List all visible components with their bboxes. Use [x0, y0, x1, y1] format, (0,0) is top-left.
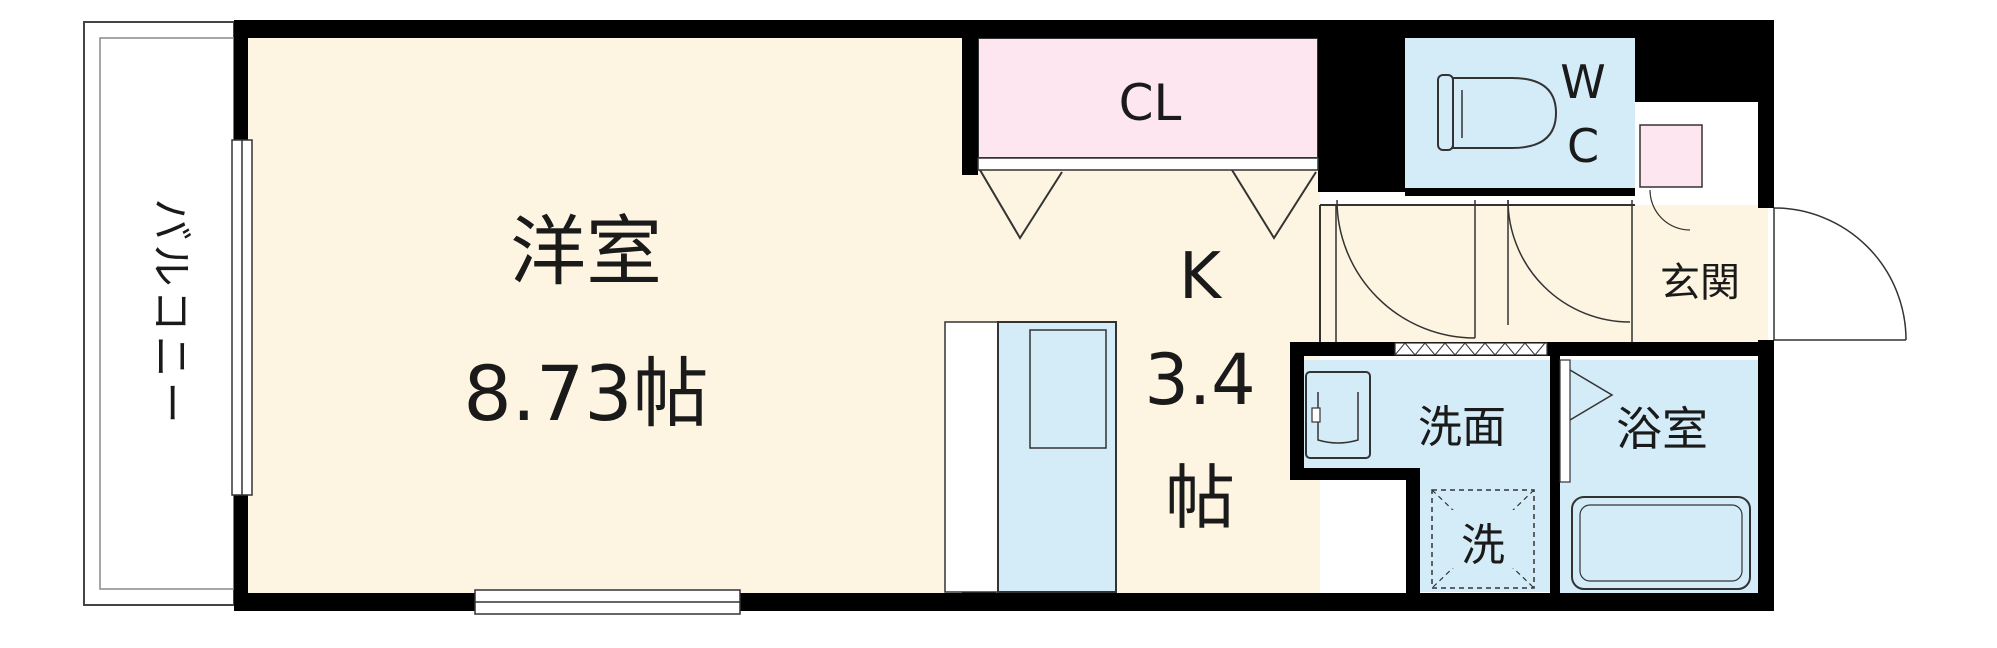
toilet-label-w: W — [1560, 55, 1605, 109]
shoebox-door-arc — [1649, 189, 1691, 231]
entrance-label: 玄関 — [1660, 260, 1740, 306]
closet-door-left — [979, 169, 1063, 240]
bathtub — [1571, 496, 1751, 590]
toilet-label-c: C — [1567, 119, 1599, 173]
western-room-name: 洋室 — [510, 207, 662, 296]
western-room-floor — [248, 38, 968, 593]
toilet-tank — [1437, 74, 1454, 151]
wall-wet-step — [1290, 468, 1420, 480]
entrance-floor — [1320, 205, 1768, 343]
wall-closet-left — [962, 20, 978, 175]
pillar-center — [1318, 20, 1405, 192]
closet-label: CL — [1119, 74, 1182, 132]
kitchen-size: 3.4 — [1144, 339, 1255, 421]
bathtub-inner — [1579, 504, 1743, 582]
door-swing-arc-2 — [1507, 199, 1631, 323]
wall-north — [234, 20, 1774, 38]
laundry-pan — [1431, 489, 1535, 589]
door-swing-arc-1 — [1336, 199, 1476, 339]
wall-east-upper — [1758, 20, 1774, 208]
laundry-diag-1 — [1431, 489, 1535, 589]
kitchen-counter-edge — [944, 321, 1001, 593]
balcony-label: バルコニー — [147, 198, 196, 427]
laundry-label: 洗 — [1461, 520, 1505, 571]
wall-wet-left — [1290, 342, 1304, 478]
closet-rail — [977, 157, 1319, 171]
kitchen-letter: K — [1179, 240, 1223, 314]
bathroom-door-swing — [1569, 369, 1614, 421]
front-door-arc — [1773, 207, 1907, 341]
svg-text:バルコニー: バルコニー — [147, 198, 196, 427]
wash-basin-bowl — [1317, 392, 1359, 444]
laundry-label-bg — [1452, 510, 1514, 568]
pillar-right — [1635, 20, 1758, 102]
washroom-label: 洗面 — [1418, 402, 1506, 453]
toilet-bowl — [1452, 77, 1558, 149]
bathroom-door — [1559, 359, 1571, 483]
laundry-diag-2 — [1431, 489, 1535, 589]
balcony-outline — [83, 21, 235, 606]
washroom-sliding-door — [1394, 342, 1548, 356]
wash-basin-tap — [1311, 407, 1321, 423]
wall-toilet-bottom — [1405, 188, 1635, 196]
bathroom-label: 浴室 — [1616, 402, 1708, 456]
wall-south — [234, 593, 1774, 611]
shoebox — [1639, 124, 1703, 188]
closet — [977, 37, 1319, 159]
wash-basin — [1305, 371, 1371, 459]
kitchen-unit: 帖 — [1165, 457, 1235, 539]
western-room-size: 8.73帖 — [463, 349, 708, 438]
wall-bath-left — [1550, 356, 1560, 593]
closet-door-right — [1231, 169, 1317, 240]
wall-laundry-left — [1406, 468, 1420, 611]
washroom-door-hatch — [1394, 342, 1546, 356]
kitchen-sink — [1029, 329, 1107, 449]
wall-east-lower — [1758, 340, 1774, 611]
